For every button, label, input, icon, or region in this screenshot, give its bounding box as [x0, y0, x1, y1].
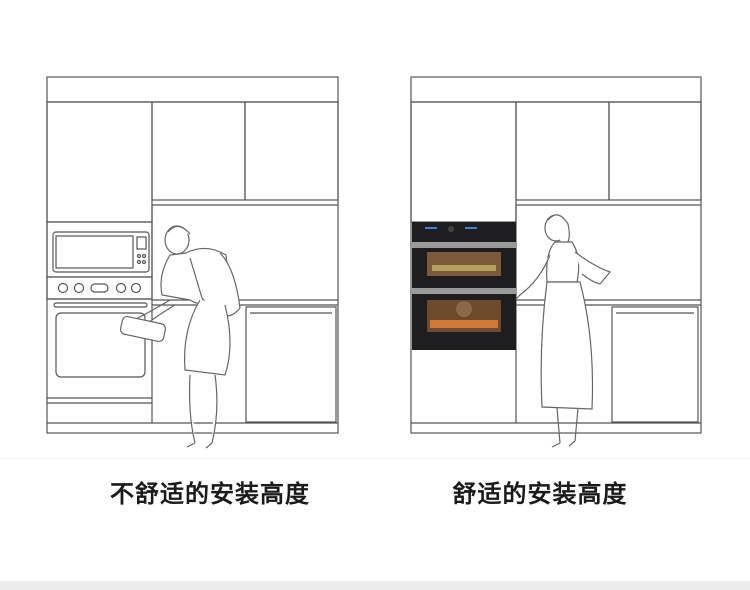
- divider: [0, 458, 750, 459]
- woman-standing-figure: [515, 214, 612, 448]
- kitchen-left-illustration: [46, 76, 339, 449]
- bottom-strip: [0, 581, 750, 590]
- kitchen-right-illustration: [410, 76, 702, 448]
- woman-bending-figure: [119, 225, 241, 449]
- dishwasher-right: [611, 306, 699, 423]
- built-in-oven: [412, 222, 516, 350]
- caption-uncomfortable-height: 不舒适的安装高度: [110, 480, 310, 508]
- wall-oven-low: [46, 276, 338, 424]
- microwave: [46, 221, 153, 278]
- caption-comfortable-height: 舒适的安装高度: [452, 480, 628, 508]
- dishwasher-left: [245, 306, 337, 423]
